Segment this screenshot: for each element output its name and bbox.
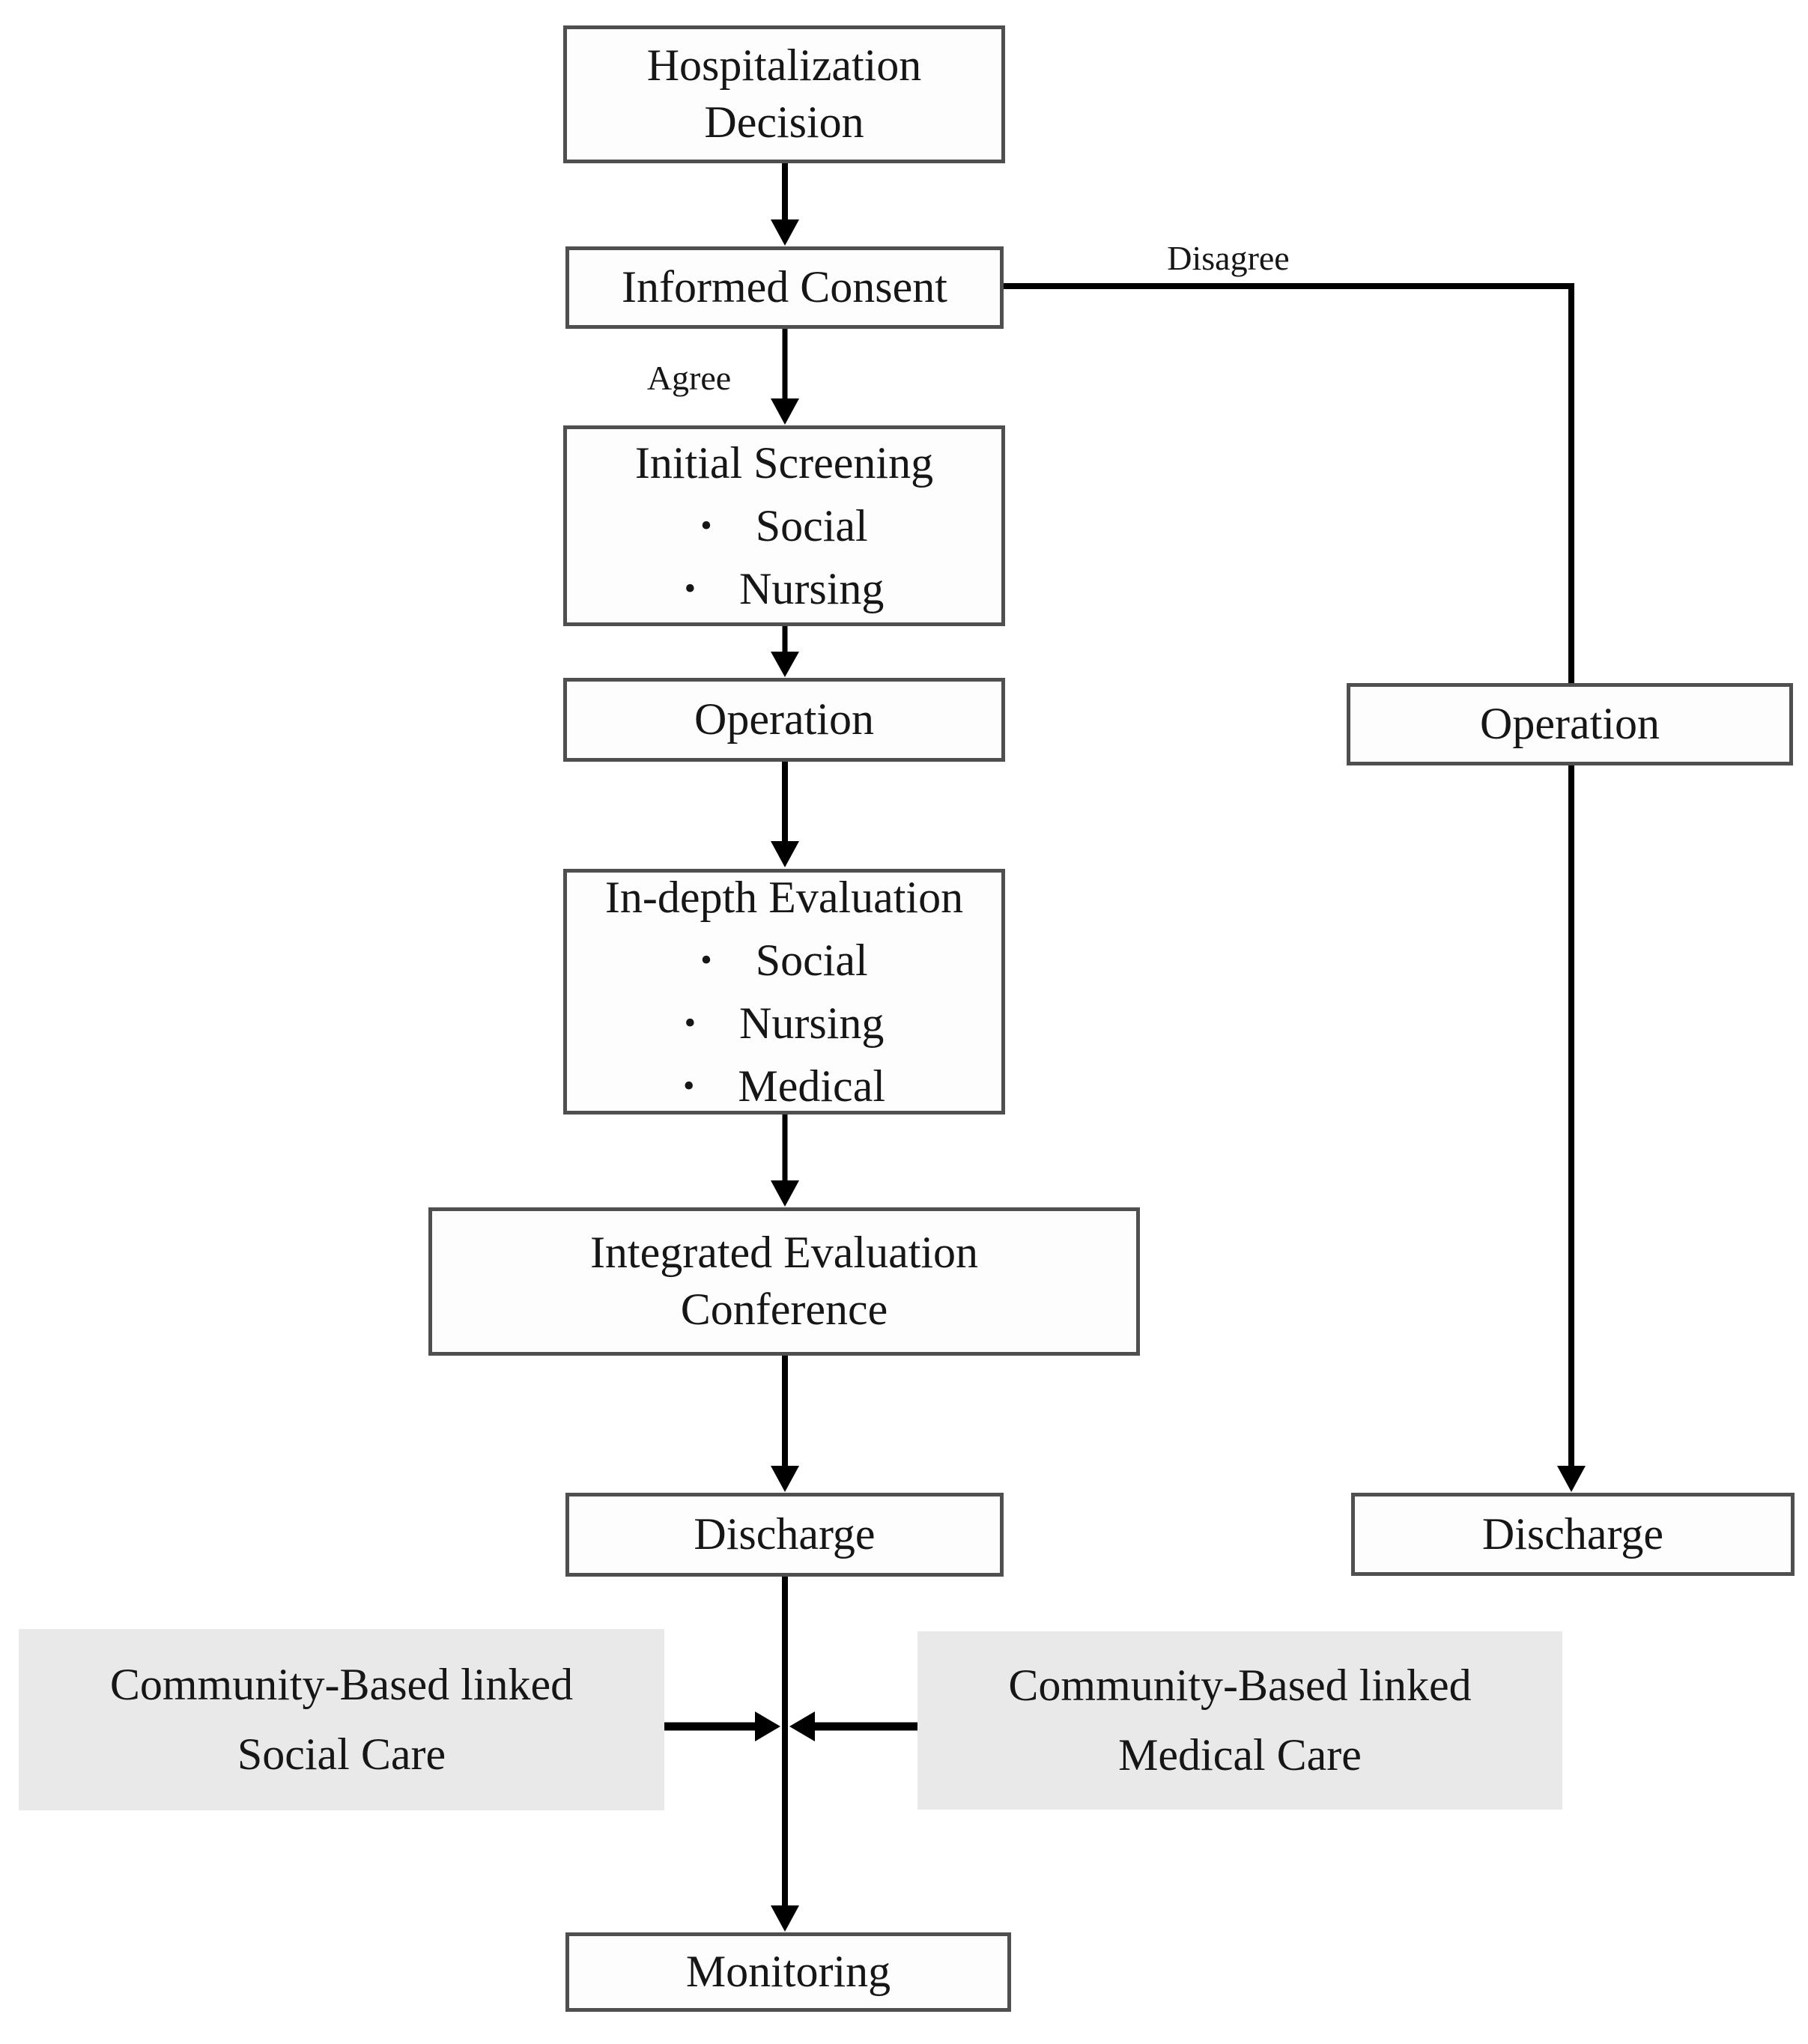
bullet-text: Social xyxy=(755,501,868,551)
bullet-text: Nursing xyxy=(739,998,885,1048)
node-integrated-evaluation-conference: Integrated Evaluation Conference xyxy=(428,1207,1140,1356)
node-hospitalization-decision: Hospitalization Decision xyxy=(563,25,1005,163)
bullet-text: Medical xyxy=(738,1061,885,1111)
bullet-icon: • xyxy=(700,507,712,544)
bullet-text: Nursing xyxy=(739,564,885,613)
node-text: Medical Care xyxy=(1118,1730,1362,1780)
bullet-item: • Social xyxy=(700,499,867,553)
edge-label-disagree: Disagree xyxy=(1167,239,1290,277)
node-title: Initial Screening xyxy=(634,438,934,488)
bullet-item: • Medical xyxy=(683,1059,885,1113)
node-community-based-social-care: Community-Based linked Social Care xyxy=(19,1629,664,1810)
node-monitoring: Monitoring xyxy=(565,1932,1011,2012)
node-text: Operation xyxy=(694,694,874,744)
bullet-item: • Nursing xyxy=(685,562,885,616)
node-text: Conference xyxy=(680,1285,888,1334)
node-operation-main: Operation xyxy=(563,678,1005,762)
node-text: Discharge xyxy=(694,1509,876,1559)
arrow-in-depth-to-conference xyxy=(771,1115,799,1207)
bullet-icon: • xyxy=(684,1004,697,1041)
node-text: Community-Based linked xyxy=(1008,1661,1472,1710)
node-community-based-medical-care: Community-Based linked Medical Care xyxy=(917,1631,1562,1810)
node-text: Informed Consent xyxy=(622,262,947,312)
bullet-text: Social xyxy=(755,935,868,985)
arrow-medical-care-to-flow xyxy=(789,1711,920,1741)
node-text: Monitoring xyxy=(685,1947,891,1997)
arrow-conference-to-discharge xyxy=(771,1356,799,1492)
node-operation-right: Operation xyxy=(1347,683,1793,765)
arrow-discharge-to-monitoring xyxy=(771,1577,799,1932)
node-title: In-depth Evaluation xyxy=(604,873,964,922)
arrow-initial-screening-to-operation xyxy=(771,626,799,677)
arrow-social-care-to-flow xyxy=(656,1711,780,1741)
bullet-item: • Social xyxy=(700,933,867,987)
node-text: Community-Based linked xyxy=(109,1660,574,1709)
disagree-branch-path xyxy=(1004,283,1586,1492)
node-text: Social Care xyxy=(237,1729,446,1779)
arrow-informed-consent-to-initial-screening xyxy=(771,329,799,425)
bullet-item: • Nursing xyxy=(685,996,885,1050)
bullet-icon: • xyxy=(700,941,712,978)
arrow-hospitalization-to-informed-consent xyxy=(771,163,799,246)
node-text: Hospitalization xyxy=(646,40,922,91)
node-discharge-main: Discharge xyxy=(565,1493,1004,1577)
edge-label-agree: Agree xyxy=(646,359,732,397)
node-initial-screening: Initial Screening • Social • Nursing xyxy=(563,425,1005,626)
arrow-operation-to-in-depth-evaluation xyxy=(771,762,799,867)
node-in-depth-evaluation: In-depth Evaluation • Social • Nursing •… xyxy=(563,869,1005,1115)
bullet-icon: • xyxy=(684,570,697,607)
bullet-icon: • xyxy=(683,1067,695,1104)
node-text: Integrated Evaluation xyxy=(589,1228,979,1278)
node-text: Decision xyxy=(704,97,864,147)
node-text: Operation xyxy=(1480,699,1660,749)
node-informed-consent: Informed Consent xyxy=(565,246,1004,329)
node-text: Discharge xyxy=(1481,1508,1664,1559)
node-discharge-right: Discharge xyxy=(1351,1493,1795,1576)
